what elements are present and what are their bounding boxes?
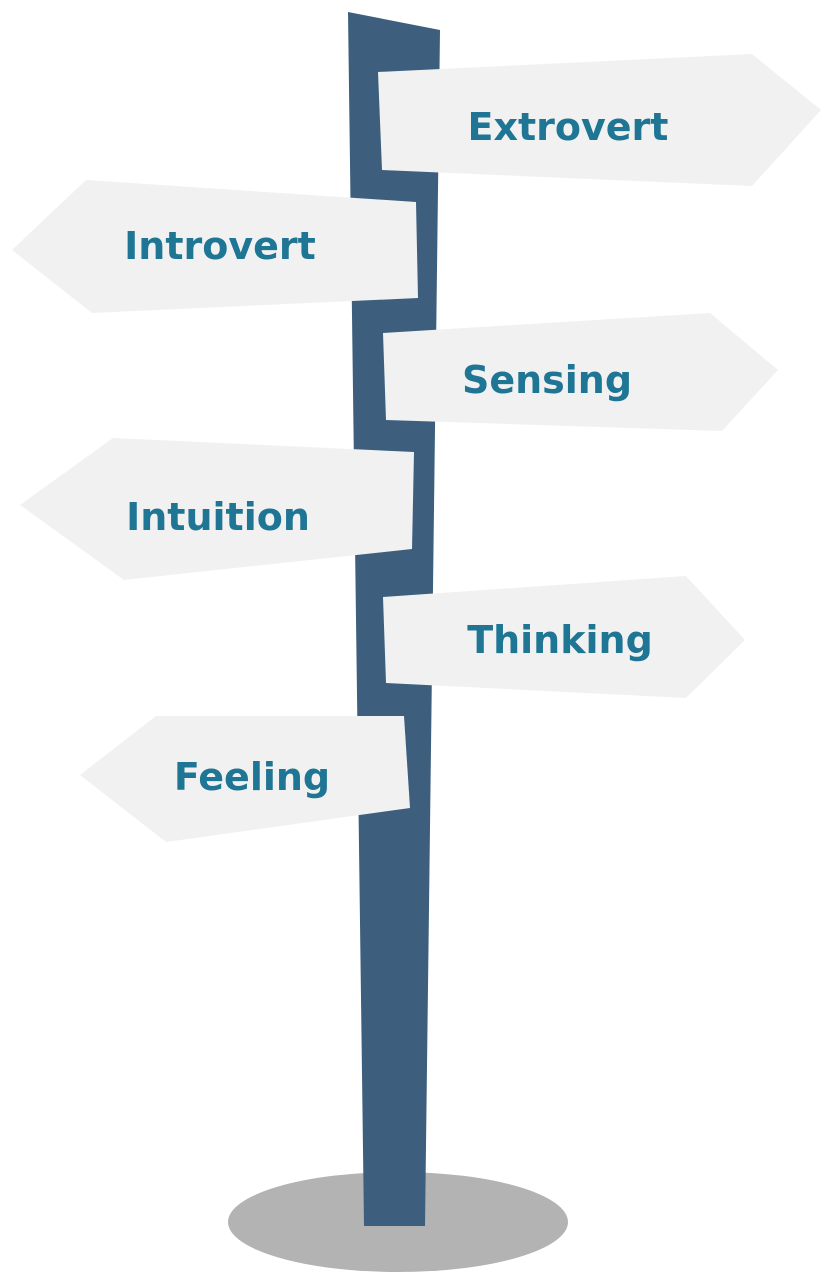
sign-introvert: Introvert [12, 180, 418, 313]
sign-board-feeling [80, 716, 410, 842]
sign-intuition: Intuition [20, 438, 414, 580]
sign-board-intuition [20, 438, 414, 580]
sign-board-introvert [12, 180, 418, 313]
sign-label-sensing: Sensing [462, 358, 632, 402]
sign-label-extrovert: Extrovert [468, 105, 669, 149]
sign-label-feeling: Feeling [174, 755, 330, 799]
sign-sensing: Sensing [383, 313, 778, 431]
sign-thinking: Thinking [383, 576, 745, 698]
sign-label-introvert: Introvert [124, 224, 316, 268]
sign-label-thinking: Thinking [467, 618, 653, 662]
sign-board-sensing [383, 313, 778, 431]
sign-label-intuition: Intuition [126, 495, 310, 539]
sign-board-extrovert [378, 54, 821, 186]
sign-extrovert: Extrovert [378, 54, 821, 186]
sign-board-thinking [383, 576, 745, 698]
sign-feeling: Feeling [80, 716, 410, 842]
